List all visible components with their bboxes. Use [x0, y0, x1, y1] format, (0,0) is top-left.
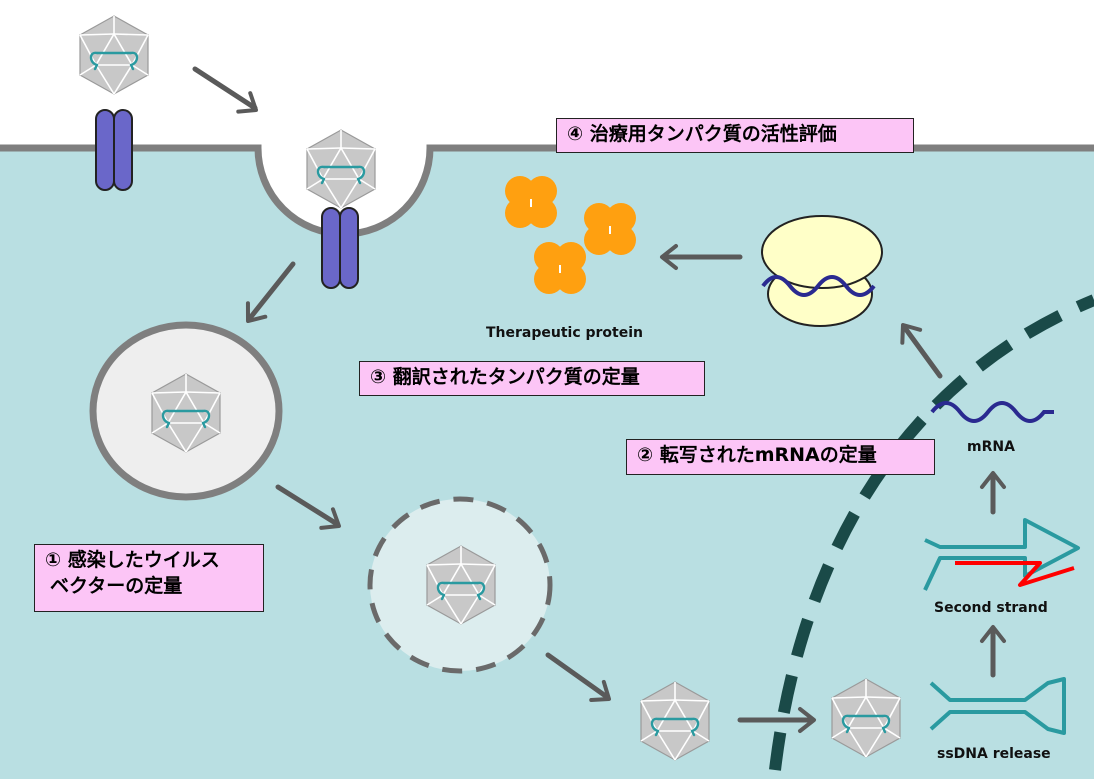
arrow-icon: [982, 473, 1004, 515]
step2-text: ② 転写されたmRNAの定量: [637, 444, 877, 466]
nuclear-envelope: [769, 294, 1094, 771]
step4-label: ④ 治療用タンパク質の活性評価: [556, 118, 914, 153]
arrow-icon: [894, 319, 943, 379]
arrow-icon: [662, 246, 743, 268]
arrow-icon: [275, 484, 345, 535]
arrow-icon: [192, 66, 262, 119]
step3-label: ③ 翻訳されたタンパク質の定量: [359, 361, 705, 396]
arrow-icon: [737, 709, 814, 731]
mrna-strand: [761, 275, 876, 297]
ribosome: [761, 215, 883, 327]
step1-text-line2: ベクターの定量: [50, 575, 183, 597]
second-strand-label: Second strand: [934, 600, 1048, 616]
therapeutic-protein-molecule: [534, 242, 586, 294]
step1-text-line1: ① 感染したウイルス: [45, 549, 220, 571]
therapeutic-protein-molecule: [584, 203, 636, 255]
internalized-receptor: [321, 207, 359, 289]
ssdna-release-label: ssDNA release: [937, 746, 1051, 762]
mrna-label: mRNA: [967, 439, 1015, 455]
surface-receptor: [95, 109, 133, 191]
therapeutic-protein-molecule: [505, 176, 557, 228]
step4-text: ④ 治療用タンパク質の活性評価: [567, 123, 837, 145]
step2-label: ② 転写されたmRNAの定量: [626, 439, 935, 475]
aav-capsid: [78, 14, 150, 96]
aav-capsid: [305, 128, 377, 210]
arrow-icon: [545, 652, 615, 708]
step3-text: ③ 翻訳されたタンパク質の定量: [370, 366, 640, 388]
therapeutic-protein-label: Therapeutic protein: [486, 325, 644, 341]
mrna-icon: [930, 401, 1054, 423]
double-stranded-dna-icon: [923, 518, 1080, 591]
step1-label: ① 感染したウイルス ベクターの定量: [34, 544, 264, 612]
arrow-icon: [982, 627, 1004, 678]
single-stranded-dna-icon: [929, 677, 1066, 735]
arrow-icon: [239, 261, 296, 328]
